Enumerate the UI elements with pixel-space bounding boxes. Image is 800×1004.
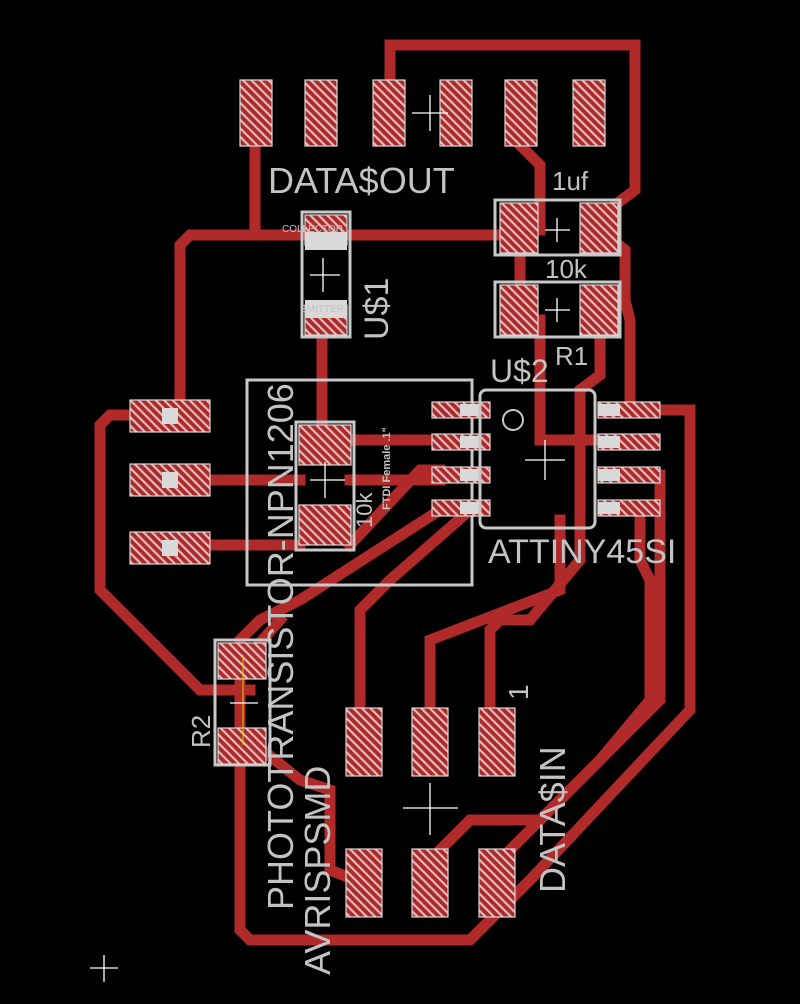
phototransistor-u1[interactable]: COLLECTOR EMITTER PHOTOTRANSISTOR-NPN120… — [260, 210, 396, 910]
r1-value: 10k — [545, 254, 588, 284]
ftdi-header[interactable]: FTDI Female .1" — [245, 378, 491, 587]
resistor-r2[interactable]: R2 — [186, 638, 272, 767]
u1-name: U$1 — [358, 278, 396, 340]
data-in-label: DATA$IN — [532, 746, 573, 893]
collector-label: COLLECTOR — [282, 224, 343, 235]
pin1-label: 1 — [503, 684, 534, 700]
data-out-label: DATA$OUT — [268, 160, 455, 201]
resistor-10k-mid[interactable]: 10k — [294, 420, 377, 552]
cap-value: 1uf — [552, 166, 589, 196]
avrisp-header[interactable]: AVRISPSMD DATA$IN 1 — [297, 684, 573, 975]
origin-cross-icon — [90, 955, 118, 982]
u2-name: U$2 — [490, 353, 549, 389]
r1-name: R1 — [555, 341, 588, 371]
left-header[interactable] — [129, 399, 211, 565]
r-mid-value: 10k — [352, 492, 377, 528]
resistor-r1[interactable]: 10k R1 — [493, 254, 622, 371]
u1-value: PHOTOTRANSISTOR-NPN1206 — [260, 383, 301, 910]
capacitor-1uf[interactable]: 1uf — [493, 166, 622, 257]
ftdi-label: FTDI Female .1" — [381, 427, 393, 510]
attiny45-u2[interactable]: U$2 ATTINY45SI — [478, 353, 676, 571]
avr-label: AVRISPSMD — [297, 766, 338, 975]
r2-name: R2 — [186, 715, 216, 748]
data-out-header[interactable]: DATA$OUT — [239, 79, 606, 201]
emitter-label: EMITTER — [300, 304, 344, 315]
u2-value: ATTINY45SI — [488, 533, 676, 571]
